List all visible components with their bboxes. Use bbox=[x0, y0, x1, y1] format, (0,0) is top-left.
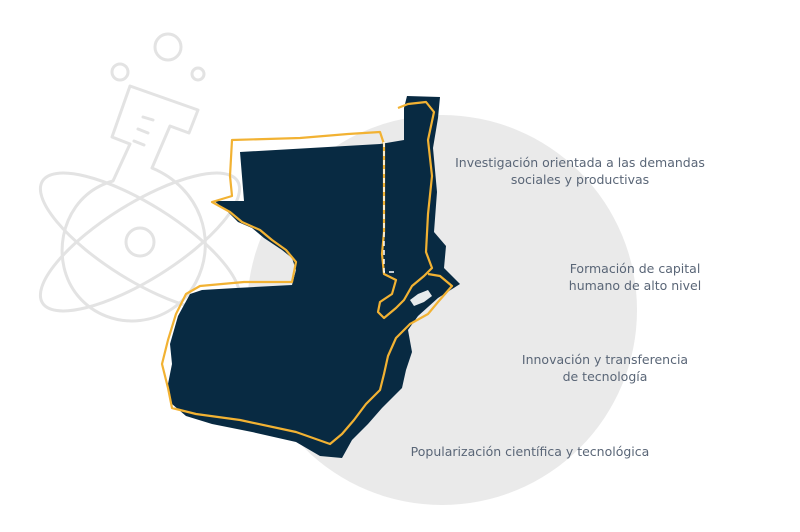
map-lake bbox=[410, 290, 432, 306]
map-dashed-boundary bbox=[383, 142, 398, 273]
label-popularizacion: Popularización científica y tecnológica bbox=[410, 444, 650, 459]
label-innovacion: Innovación y transferencia de tecnología bbox=[521, 352, 689, 384]
map-outline bbox=[160, 100, 454, 446]
map-fill bbox=[168, 96, 460, 458]
guatemala-map bbox=[160, 96, 460, 458]
label-investigacion: Investigación orientada a las demandas s… bbox=[455, 155, 705, 187]
flask-atom-icon bbox=[38, 32, 242, 323]
label-formacion: Formación de capital humano de alto nive… bbox=[568, 261, 702, 293]
